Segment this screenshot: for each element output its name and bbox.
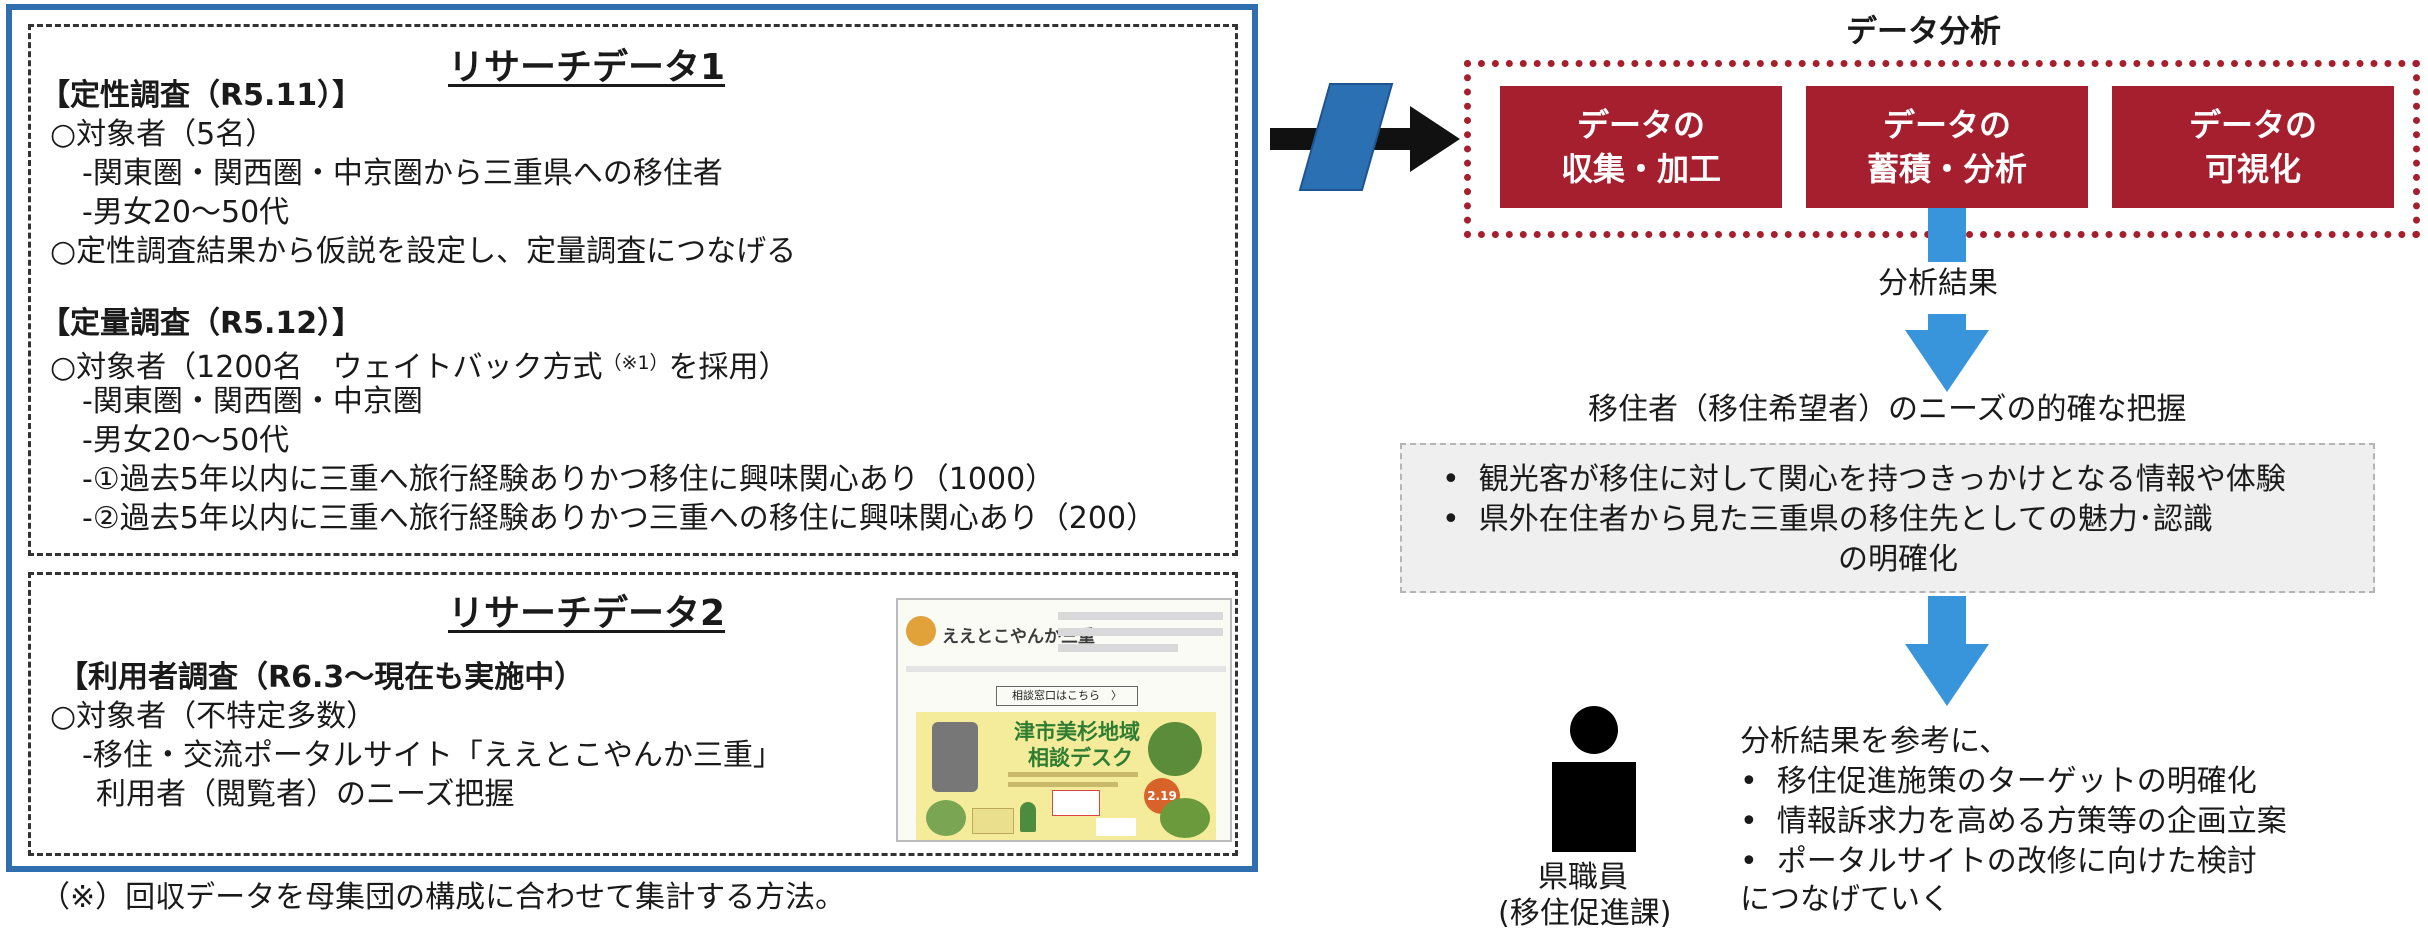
footnote: （※）回収データを母集団の構成に合わせて集計する方法。 [40,880,846,915]
survey-line: ○対象者（不特定多数） [50,699,377,734]
research-data-frame [6,4,1258,872]
findings-box [1400,443,2375,593]
step-collect-process: データの収集・加工 [1500,86,1782,208]
finding-tail: の明確化 [1838,542,1958,577]
person-icon [1552,706,1636,852]
finding-item: • 観光客が移住に対して関心を持つきっかけとなる情報や体験 [1442,462,2286,497]
qual-line: ○対象者（5名） [50,117,276,152]
right-arrow-icon [1410,106,1460,172]
survey-line: -移住・交流ポータルサイト「ええとこやんか三重」 [82,738,783,773]
action-item: • 情報訴求力を高める方策等の企画立案 [1740,804,2287,839]
person-dept: (移住促進課) [1498,896,1672,931]
footnote-marker: （※1） [602,352,669,374]
qualitative-heading: 【定性調査（R5.11）】 [40,78,363,113]
site-logo: ええとこやんか三重 [906,608,1095,656]
data-parallelogram-icon [1298,83,1394,191]
quant-line: -②過去5年以内に三重へ旅行経験ありかつ三重への移住に興味関心あり（200） [82,501,1157,536]
portal-site-screenshot: ええとこやんか三重 相談窓口はこちら 〉 津市美杉地域 相談デスク 2.19 [896,598,1232,842]
quant-line-target: ○対象者（1200名 ウェイトバック方式（※1）を採用） [50,350,789,385]
analysis-result-label: 分析結果 [1878,266,1998,301]
quantitative-heading: 【定量調査（R5.12）】 [40,306,363,341]
actions-intro: 分析結果を参考に、 [1740,724,2010,759]
consult-window-button[interactable]: 相談窓口はこちら 〉 [996,686,1138,706]
needs-label: 移住者（移住希望者）のニーズの的確な把握 [1588,392,2187,427]
qual-line: ○定性調査結果から仮説を設定し、定量調査につなげる [50,234,797,269]
down-arrow-icon [1905,330,1989,392]
result-arrow-shaft [1928,200,1966,262]
step-visualize: データの可視化 [2112,86,2394,208]
quant-line: -①過去5年以内に三重へ旅行経験ありかつ移住に興味関心あり（1000） [82,462,1056,497]
down-arrow-shaft [1928,314,1966,334]
research-data-1-title: リサーチデータ1 [448,47,726,88]
action-item: • ポータルサイトの改修に向けた検討 [1740,844,2257,879]
research-data-2-title: リサーチデータ2 [448,593,726,634]
down-arrow-icon [1905,644,1989,706]
person-label: 県職員 [1538,860,1628,895]
data-analysis-title: データ分析 [1846,14,2001,50]
research-data-2-box [28,572,1238,856]
survey-line: 利用者（閲覧者）のニーズ把握 [96,777,515,812]
step-accumulate-analyze: データの蓄積・分析 [1806,86,2088,208]
data-flow-arrow [1270,83,1460,191]
research-data-1-box [28,24,1238,556]
quant-line: -関東圏・関西圏・中京圏 [82,384,423,419]
actions-tail: につなげていく [1740,882,1950,917]
finding-item: • 県外在住者から見た三重県の移住先としての魅力･認識 [1442,502,2213,537]
down-arrow-shaft [1928,596,1966,648]
quant-line: -男女20～50代 [82,423,290,458]
action-item: • 移住促進施策のターゲットの明確化 [1740,764,2257,799]
qual-line: -関東圏・関西圏・中京圏から三重県への移住者 [82,156,723,191]
user-survey-heading: 【利用者調査（R6.3～現在も実施中） [58,660,585,695]
qual-line: -男女20～50代 [82,195,290,230]
banner: 津市美杉地域 相談デスク 2.19 [916,712,1216,840]
